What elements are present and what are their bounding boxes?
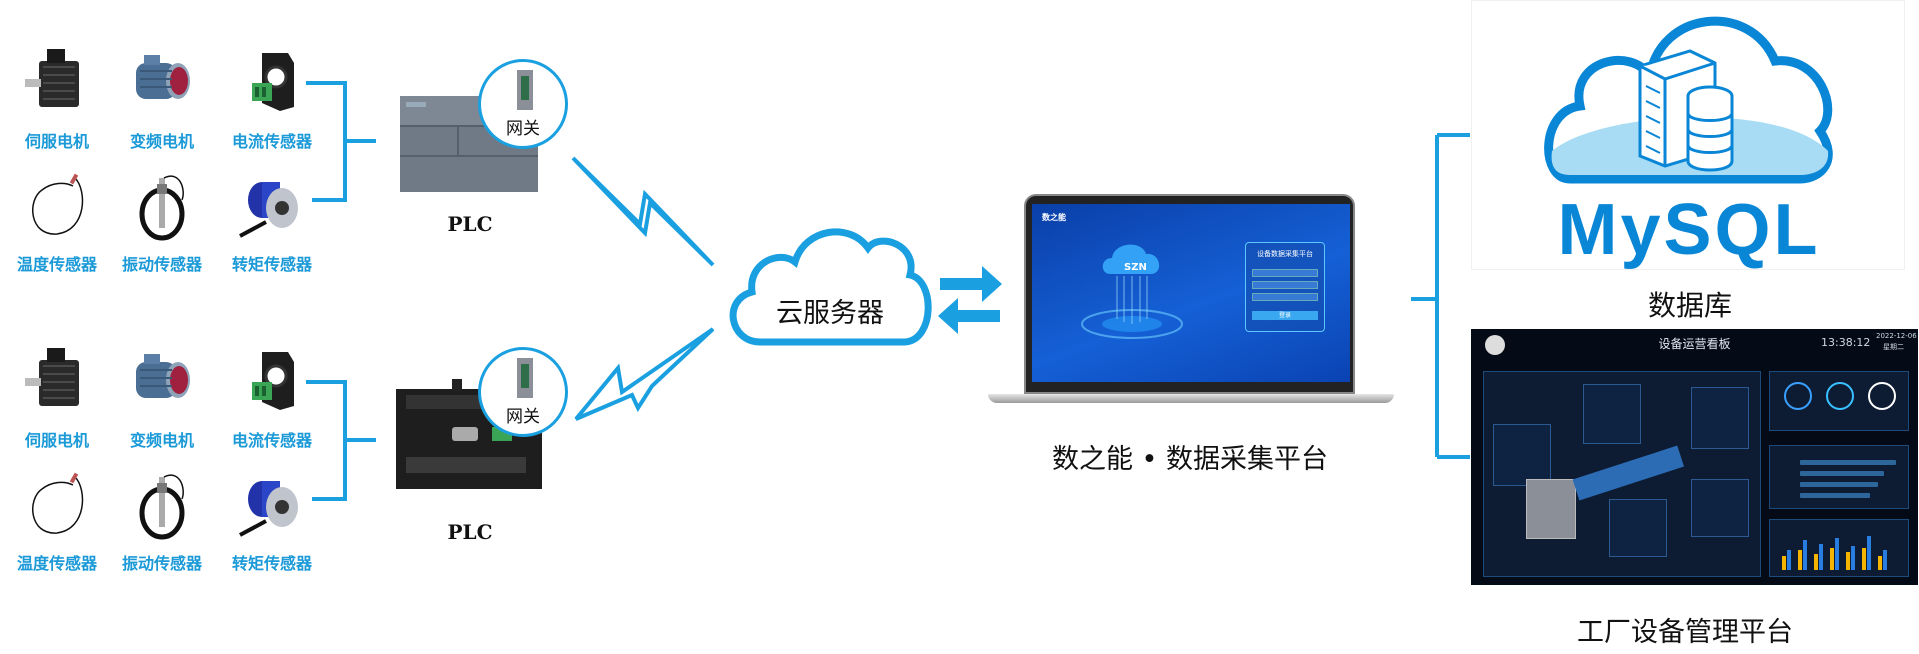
wireless-bolt-top	[571, 156, 715, 267]
temperature-sensor-icon	[31, 173, 84, 235]
temperature-sensor-icon	[31, 472, 84, 534]
vfd-motor-icon	[136, 55, 190, 99]
device-label: 转矩传感器	[231, 554, 312, 573]
bidirectional-arrows	[938, 266, 1002, 334]
group-1-bracket	[306, 81, 376, 202]
gateway-label: 网关	[506, 407, 540, 427]
dashboard-title: 设备运营看板	[1658, 337, 1731, 351]
login-panel: 设备数据采集平台 登录	[1245, 242, 1325, 332]
platform-screen: 数之能 SZN 设备数据采集平台 登录	[1032, 204, 1350, 382]
gateway-bubble: 网关	[478, 347, 568, 437]
plc-label: PLC	[447, 520, 493, 544]
wireless-bolt-bottom	[574, 327, 715, 421]
password-input[interactable]	[1252, 281, 1318, 289]
captcha-input[interactable]	[1252, 293, 1318, 301]
device-label: 转矩传感器	[231, 255, 312, 274]
device-label: 电流传感器	[231, 132, 312, 151]
device-card	[1583, 384, 1641, 444]
gateway-device-icon	[517, 70, 533, 110]
servo-motor-icon	[25, 49, 79, 107]
status-panel	[1769, 371, 1909, 431]
plc-label: PLC	[447, 212, 493, 236]
rank-bar	[1800, 482, 1878, 487]
cloud-data-icon: SZN	[1081, 244, 1183, 339]
mysql-database-logo: MySQL	[1471, 0, 1905, 270]
device-label: 伺服电机	[24, 132, 89, 151]
dashboard-logo	[1485, 335, 1505, 355]
mysql-logo-text: MySQL	[1557, 190, 1821, 270]
machine-illustration	[1526, 479, 1576, 539]
torque-sensor-icon	[239, 182, 298, 238]
device-card	[1609, 499, 1667, 557]
gauge-ring	[1784, 382, 1812, 410]
current-sensor-icon	[252, 53, 294, 111]
device-label: 振动传感器	[121, 554, 202, 573]
platform-label: 数之能 • 数据采集平台	[1051, 444, 1329, 475]
login-button[interactable]: 登录	[1252, 311, 1318, 320]
username-input[interactable]	[1252, 269, 1318, 277]
device-card	[1691, 479, 1749, 537]
ranking-panel	[1769, 445, 1909, 509]
svg-text:SZN: SZN	[1124, 262, 1147, 273]
dashboard-weekday: 星期二	[1883, 343, 1904, 351]
arrow-left-icon	[938, 298, 1000, 334]
rank-bar	[1800, 493, 1870, 498]
gateway-device-icon	[517, 358, 533, 398]
group-2-bracket	[306, 380, 376, 501]
gauge-ring	[1826, 382, 1854, 410]
vibration-sensor-icon	[139, 474, 185, 540]
arrow-right-icon	[940, 266, 1002, 302]
screen-logo: 数之能	[1042, 213, 1066, 222]
rank-bar	[1800, 471, 1884, 476]
cloud-server-shape	[729, 228, 932, 346]
device-label: 温度传感器	[16, 554, 97, 573]
cloud-server-label: 云服务器	[776, 298, 884, 329]
factory-platform-label: 工厂设备管理平台	[1577, 617, 1793, 648]
vfd-motor-icon	[136, 354, 190, 398]
torque-sensor-icon	[239, 481, 298, 537]
device-label: 变频电机	[129, 431, 194, 450]
dashboard-time: 13:38:12	[1821, 336, 1871, 349]
device-label: 振动传感器	[121, 255, 202, 274]
rank-bar	[1800, 460, 1896, 465]
login-title: 设备数据采集平台	[1257, 250, 1313, 258]
factory-dashboard: 设备运营看板 13:38:12 2022-12-06 星期二	[1471, 329, 1918, 585]
mini-bar-chart	[1782, 536, 1887, 570]
gateway-label: 网关	[506, 119, 540, 139]
database-label: 数据库	[1647, 289, 1732, 322]
device-card	[1493, 424, 1551, 486]
device-label: 电流传感器	[231, 431, 312, 450]
device-label: 变频电机	[129, 132, 194, 151]
device-label: 温度传感器	[16, 255, 97, 274]
dashboard-date: 2022-12-06	[1876, 332, 1917, 340]
output-bracket	[1411, 133, 1470, 459]
device-label: 伺服电机	[24, 431, 89, 450]
gauge-ring	[1868, 382, 1896, 410]
cloud-database-icon	[1544, 16, 1833, 184]
gateway-bubble: 网关	[478, 59, 568, 149]
servo-motor-icon	[25, 348, 79, 406]
device-card	[1691, 387, 1749, 449]
bar-chart-panel	[1769, 519, 1909, 577]
current-sensor-icon	[252, 352, 294, 410]
laptop-base	[988, 394, 1394, 403]
vibration-sensor-icon	[139, 175, 185, 241]
